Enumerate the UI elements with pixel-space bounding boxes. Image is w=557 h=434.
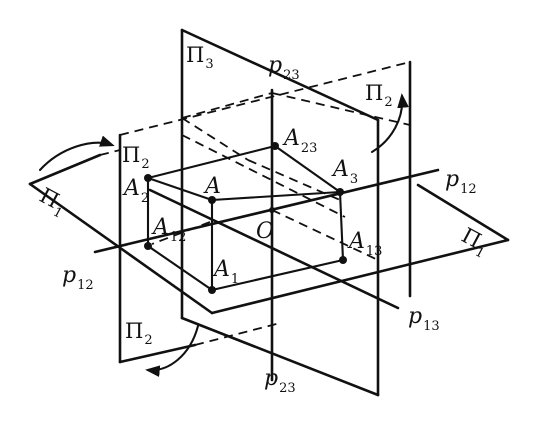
hidden-lines [151,92,411,346]
plane-pi1 [28,149,510,315]
label-pi2-left: Π2 [122,143,150,172]
label-pi2-right: Π2 [365,81,393,110]
point-a23 [271,142,279,150]
rotation-arrow-bottom [145,324,200,378]
rotation-arrow-left [38,135,115,172]
label-a13: A13 [347,229,382,259]
point-a12 [144,242,152,250]
label-o: O [256,219,274,244]
label-p23-top: p23 [268,53,300,83]
label-a12: A12 [151,215,186,245]
label-p12-right: p12 [445,167,477,197]
label-a23: A23 [282,126,317,156]
point-a13 [339,256,347,264]
points [144,142,347,294]
axis-p13 [148,188,400,310]
label-pi3: Π3 [186,43,214,72]
projection-box [146,144,345,292]
label-a2: A2 [122,176,149,206]
point-a2 [144,174,152,182]
label-p13: p13 [408,304,440,334]
axes [93,88,440,382]
point-o [269,207,275,213]
point-a [208,196,216,204]
label-p23-bottom: p23 [264,366,296,396]
point-a1 [208,286,216,294]
axis-p12 [93,168,440,254]
label-p12-left: p12 [62,263,94,293]
label-a3: A3 [331,157,358,187]
label-pi2-bottom: Π2 [125,319,153,348]
label-a1: A1 [212,257,239,287]
rotation-arrow-right [370,93,409,154]
rotation-arrows [38,93,409,378]
point-a3 [336,188,344,196]
label-a: A [203,174,221,199]
